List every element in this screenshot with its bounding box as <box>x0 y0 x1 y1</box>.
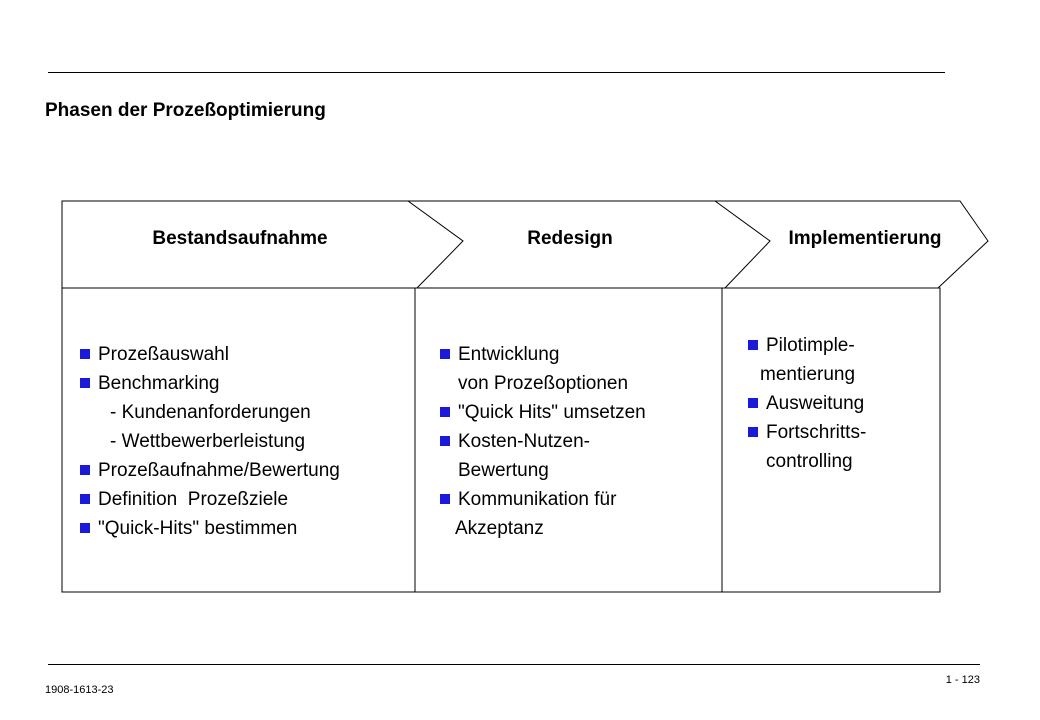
document-code: 1908-1613-23 <box>45 684 114 696</box>
list-item: Entwicklung <box>440 340 646 369</box>
square-bullet-icon <box>440 349 450 359</box>
list-item: Kosten-Nutzen- <box>440 427 646 456</box>
square-bullet-icon <box>440 494 450 504</box>
page-number: 1 - 123 <box>945 674 980 686</box>
square-bullet-icon <box>440 436 450 446</box>
square-bullet-icon <box>80 378 90 388</box>
list-bestandsaufnahme: Prozeßauswahl Benchmarking - Kundenanfor… <box>80 340 340 543</box>
top-rule <box>48 72 945 73</box>
phase-arrow-bestandsaufnahme <box>61 200 464 289</box>
box-implementierung <box>721 287 941 593</box>
list-item: Prozeßaufnahme/Bewertung <box>80 456 340 485</box>
list-item-continuation: von Prozeßoptionen <box>458 373 629 394</box>
list-subitem: - Wettbewerberleistung <box>110 431 306 452</box>
square-bullet-icon <box>80 349 90 359</box>
list-redesign: Entwicklung von Prozeßoptionen "Quick Hi… <box>440 340 646 543</box>
square-bullet-icon <box>748 427 758 437</box>
list-item-continuation: mentierung <box>760 364 856 385</box>
list-item: Kommunikation für <box>440 485 646 514</box>
phase-arrow-redesign <box>408 200 771 289</box>
square-bullet-icon <box>748 398 758 408</box>
list-item-continuation: Akzeptanz <box>455 518 544 539</box>
list-item-continuation: Bewertung <box>458 460 549 481</box>
list-item: "Quick Hits" umsetzen <box>440 398 646 427</box>
phase-arrow-implementierung <box>715 200 989 289</box>
square-bullet-icon <box>440 407 450 417</box>
square-bullet-icon <box>748 340 758 350</box>
phase-label-redesign: Redesign <box>527 228 613 249</box>
square-bullet-icon <box>80 494 90 504</box>
phase-label-implementierung: Implementierung <box>788 228 942 249</box>
bottom-rule <box>48 664 980 665</box>
square-bullet-icon <box>80 465 90 475</box>
phase-label-bestandsaufnahme: Bestandsaufnahme <box>152 228 328 249</box>
list-item: Pilotimple- <box>748 331 866 360</box>
list-implementierung: Pilotimple- mentierung Ausweitung Fortsc… <box>748 331 866 476</box>
list-item-continuation: controlling <box>766 451 853 472</box>
list-item: Ausweitung <box>748 389 866 418</box>
square-bullet-icon <box>80 523 90 533</box>
list-subitem: - Kundenanforderungen <box>110 402 311 423</box>
page-title: Phasen der Prozeßoptimierung <box>45 100 326 121</box>
list-item: Benchmarking <box>80 369 340 398</box>
list-item: Prozeßauswahl <box>80 340 340 369</box>
list-item: Fortschritts- <box>748 418 866 447</box>
list-item: "Quick-Hits" bestimmen <box>80 514 340 543</box>
list-item: Definition Prozeßziele <box>80 485 340 514</box>
